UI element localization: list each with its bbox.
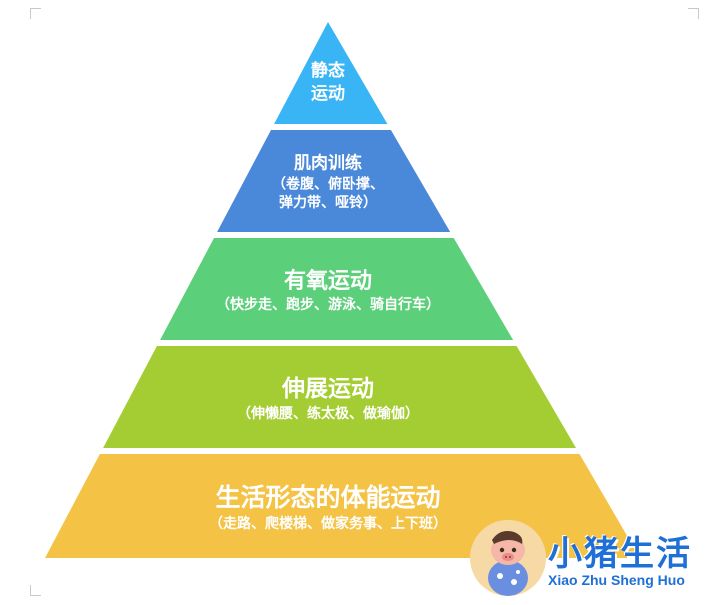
pyramid-band	[217, 130, 451, 232]
crop-mark-top-right	[688, 8, 699, 19]
pyramid-band	[274, 22, 388, 124]
level-title: 伸展运动	[281, 376, 374, 402]
brand-name: 小猪生活	[548, 534, 692, 574]
pig-mascot-icon	[470, 520, 546, 596]
level-title: 有氧运动	[284, 268, 372, 294]
pyramid-level-4: 伸展运动 （伸懒腰、练太极、做瑜伽）	[103, 346, 576, 448]
pyramid-level-3: 有氧运动 （快步走、跑步、游泳、骑自行车）	[160, 238, 514, 340]
level-examples: （快步走、跑步、游泳、骑自行车）	[216, 296, 440, 313]
pyramid-band	[160, 238, 514, 340]
level-examples: （走路、爬楼梯、做家务事、上下班）	[209, 515, 447, 532]
level-examples: 弹力带、哑铃）	[279, 194, 377, 211]
level-title: 运动	[311, 84, 345, 104]
pyramid-level-2: 肌肉训练（卷腹、俯卧撑、弹力带、哑铃）	[217, 130, 451, 232]
brand-romanized-name: Xiao Zhu Sheng Huo	[548, 572, 685, 588]
level-title: 肌肉训练	[294, 153, 362, 174]
level-title: 生活形态的体能运动	[215, 483, 440, 512]
crop-mark-bottom-left	[30, 585, 41, 596]
brand-logo: 小猪生活 Xiao Zhu Sheng Huo	[470, 520, 704, 600]
level-examples: （伸懒腰、练太极、做瑜伽）	[237, 405, 419, 422]
pyramid-band	[103, 346, 576, 448]
crop-mark-top-left	[30, 8, 41, 19]
level-examples: （卷腹、俯卧撑、	[272, 175, 384, 192]
level-title: 静态	[311, 60, 345, 81]
